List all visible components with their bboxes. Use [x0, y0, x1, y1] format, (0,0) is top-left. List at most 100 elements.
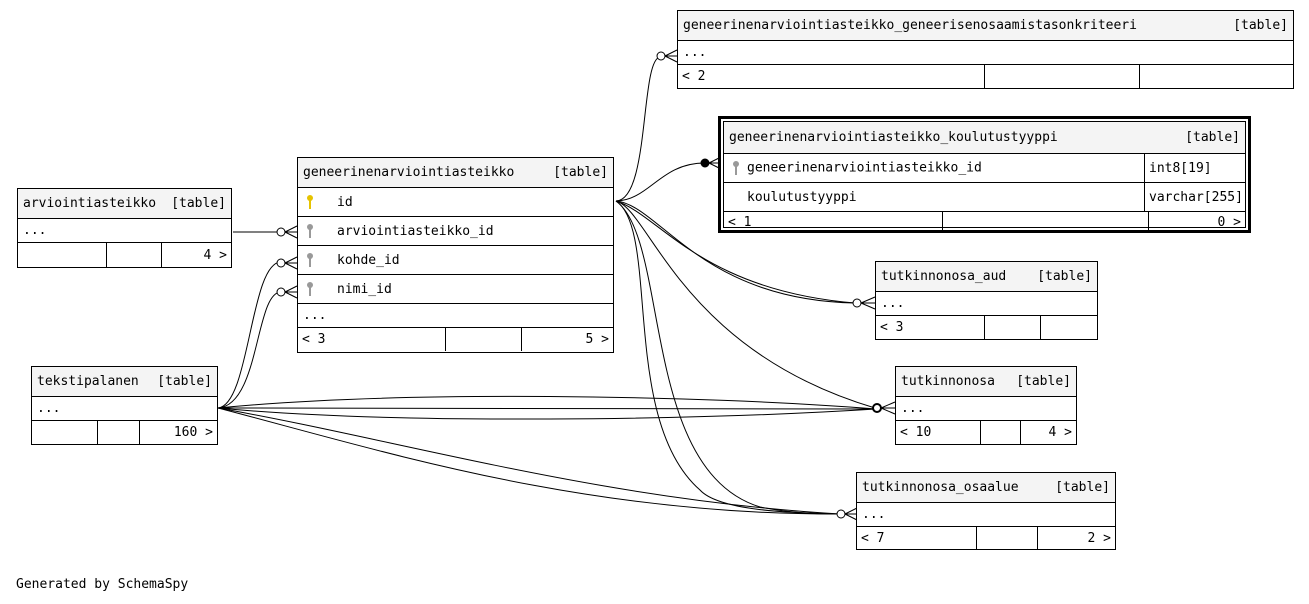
table-header: arviointiasteikko [table]	[18, 189, 231, 219]
column-name: geneerinenarviointiasteikko_id	[747, 160, 982, 176]
foreign-key-icon	[303, 252, 317, 268]
footer-rows	[943, 212, 1149, 233]
footer-rows	[981, 421, 1021, 444]
footer-children[interactable]	[1140, 65, 1293, 88]
edge-end-circle	[656, 51, 666, 61]
edge-gen-kt	[615, 162, 706, 202]
column-name: koulutustyyppi	[747, 189, 857, 205]
column-row[interactable]: id	[298, 188, 613, 217]
table-header: tutkinnonosa [table]	[896, 367, 1076, 397]
table-footer: < 2	[678, 65, 1293, 88]
column-name: nimi_id	[337, 281, 392, 297]
footer-children[interactable]	[1041, 316, 1097, 339]
generated-by-note: Generated by SchemaSpy	[16, 577, 189, 592]
table-ellipsis-row: ...	[876, 292, 1097, 316]
footer-children[interactable]: 2 >	[1087, 530, 1111, 546]
column-row[interactable]: koulutustyyppi varchar[255]	[724, 183, 1245, 212]
ellipsis: ...	[23, 223, 47, 238]
footer-parents[interactable]	[18, 243, 107, 267]
table-name: geneerinenarviointiasteikko	[303, 165, 515, 180]
column-row[interactable]: nimi_id	[298, 275, 613, 304]
table-ellipsis-row: ...	[896, 397, 1076, 421]
edge-gen-oa	[615, 200, 841, 515]
table-tag: [table]	[1233, 18, 1288, 33]
table-name: tutkinnonosa	[901, 374, 995, 389]
footer-parents[interactable]: < 3	[876, 316, 985, 339]
edge-teksti-gen-kohde	[217, 261, 282, 409]
ellipsis: ...	[37, 401, 61, 416]
ellipsis: ...	[881, 296, 905, 311]
column-row[interactable]: kohde_id	[298, 246, 613, 275]
edge-gen-krit	[615, 56, 661, 202]
table-name: tekstipalanen	[37, 374, 139, 389]
column-name: kohde_id	[337, 252, 400, 268]
footer-children[interactable]: 0 >	[1217, 215, 1241, 230]
table-ellipsis-row: ...	[18, 219, 231, 243]
table-name: tutkinnonosa_osaalue	[862, 480, 1019, 495]
table-tag: [table]	[553, 165, 608, 180]
footer-rows	[107, 243, 162, 267]
footer-children[interactable]: 4 >	[203, 247, 227, 263]
table-footer: 4 >	[18, 243, 231, 267]
table-ellipsis-row: ...	[857, 503, 1115, 527]
edge-teksti-tutk	[217, 395, 877, 410]
footer-rows	[985, 316, 1041, 339]
footer-rows	[985, 65, 1140, 88]
footer-children[interactable]: 160 >	[173, 425, 213, 440]
foreign-key-icon	[303, 223, 317, 239]
table-tag: [table]	[1016, 374, 1071, 389]
table-tutk-aud[interactable]: tutkinnonosa_aud [table] ... < 3	[875, 261, 1098, 340]
primary-key-icon	[303, 194, 317, 210]
column-row[interactable]: geneerinenarviointiasteikko_id int8[19]	[724, 154, 1245, 183]
table-tag: [table]	[1185, 130, 1240, 145]
table-arv[interactable]: arviointiasteikko [table] ... 4 >	[17, 188, 232, 268]
foreign-key-icon	[303, 281, 317, 297]
column-row[interactable]: arviointiasteikko_id	[298, 217, 613, 246]
ellipsis: ...	[683, 45, 707, 60]
table-gen[interactable]: geneerinenarviointiasteikko [table] id a…	[297, 157, 614, 353]
table-tutk[interactable]: tutkinnonosa [table] ... < 10 4 >	[895, 366, 1077, 445]
table-footer: < 1 0 >	[724, 212, 1245, 233]
footer-children[interactable]: 4 >	[1048, 425, 1072, 440]
footer-parents[interactable]: < 3	[298, 328, 446, 351]
table-teksti[interactable]: tekstipalanen [table] ... 160 >	[31, 366, 218, 445]
footer-parents[interactable]: < 1	[724, 212, 943, 233]
table-ellipsis-row: ...	[32, 397, 217, 421]
ellipsis: ...	[901, 401, 925, 416]
table-gen-kt[interactable]: geneerinenarviointiasteikko_koulutustyyp…	[718, 116, 1251, 233]
footer-rows	[446, 328, 522, 351]
column-type: varchar[255]	[1144, 183, 1245, 211]
table-tutk-oa[interactable]: tutkinnonosa_osaalue [table] ... < 7 2 >	[856, 472, 1116, 550]
footer-rows	[977, 527, 1038, 549]
footer-parents[interactable]	[32, 421, 98, 444]
table-header: tekstipalanen [table]	[32, 367, 217, 397]
table-header: tutkinnonosa_osaalue [table]	[857, 473, 1115, 503]
table-tag: [table]	[1037, 269, 1092, 284]
table-header: geneerinenarviointiasteikko_koulutustyyp…	[724, 122, 1245, 154]
column-type: int8[19]	[1144, 154, 1245, 182]
table-footer: 160 >	[32, 421, 217, 444]
footer-parents[interactable]: < 10	[896, 421, 981, 444]
footer-parents[interactable]: < 2	[678, 65, 985, 88]
table-tag: [table]	[1055, 480, 1110, 495]
footer-parents[interactable]: < 7	[857, 527, 977, 549]
table-header: geneerinenarviointiasteikko_geneerisenos…	[678, 11, 1293, 41]
column-name: id	[337, 194, 353, 210]
footer-rows	[98, 421, 140, 444]
table-name: geneerinenarviointiasteikko_koulutustyyp…	[729, 130, 1058, 145]
table-header: tutkinnonosa_aud [table]	[876, 262, 1097, 292]
table-ellipsis-row: ...	[298, 304, 613, 328]
edge-teksti-oa	[217, 407, 841, 515]
table-name: tutkinnonosa_aud	[881, 269, 1007, 284]
edge-gen-tutk	[615, 200, 876, 409]
table-gen-krit[interactable]: geneerinenarviointiasteikko_geneerisenos…	[677, 10, 1294, 89]
table-footer: < 3	[876, 316, 1097, 339]
edge-teksti-gen-nimi	[217, 291, 282, 409]
footer-children[interactable]: 5 >	[585, 332, 609, 347]
table-tag: [table]	[157, 374, 212, 389]
table-footer: < 3 5 >	[298, 328, 613, 351]
table-ellipsis-row: ...	[678, 41, 1293, 65]
column-name: arviointiasteikko_id	[337, 223, 494, 239]
foreign-key-icon	[729, 160, 743, 176]
